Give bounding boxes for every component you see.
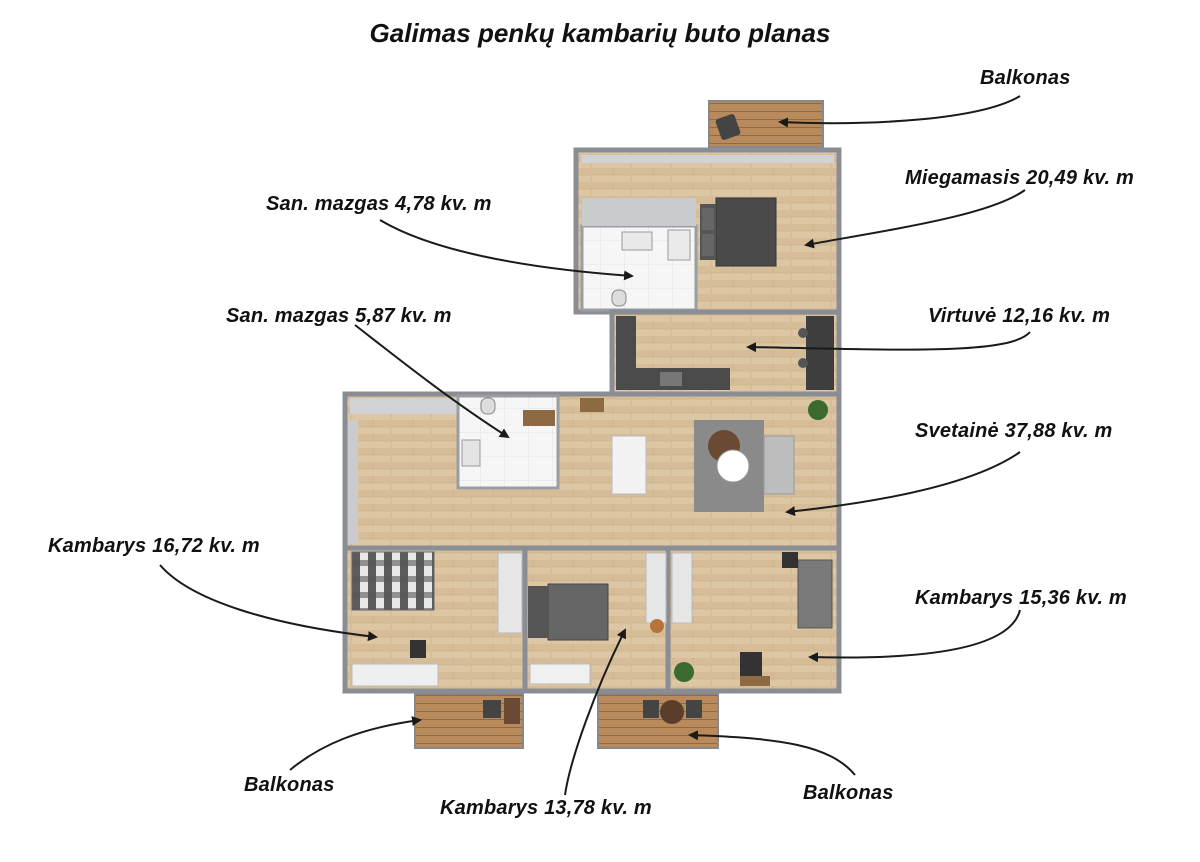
label-balcony-left: Balkonas	[244, 774, 335, 796]
balcony-bottom-mid	[597, 693, 719, 749]
kitchen-area	[609, 309, 842, 399]
label-kitchen: Virtuvė 12,16 kv. m	[928, 305, 1111, 327]
label-room2: Kambarys 13,78 kv. m	[440, 797, 652, 819]
balcony-bottom-left	[414, 693, 524, 749]
label-living: Svetainė 37,88 kv. m	[915, 420, 1113, 442]
balcony-top	[708, 100, 824, 148]
leader-arrows	[159, 95, 1031, 796]
label-bedroom: Miegamasis 20,49 kv. m	[905, 167, 1134, 189]
label-room3: Kambarys 15,36 kv. m	[915, 587, 1127, 609]
living-area	[342, 391, 842, 553]
upper-block	[573, 147, 842, 315]
label-balcony-mid: Balkonas	[803, 782, 894, 804]
plan-title: Galimas penkų kambarių buto planas	[369, 18, 831, 48]
label-bath2: San. mazgas 5,87 kv. m	[226, 305, 452, 327]
label-balcony-top: Balkonas	[980, 67, 1071, 89]
bottom-rooms	[342, 545, 842, 694]
label-room1: Kambarys 16,72 kv. m	[48, 535, 260, 557]
label-bath1: San. mazgas 4,78 kv. m	[266, 193, 492, 215]
